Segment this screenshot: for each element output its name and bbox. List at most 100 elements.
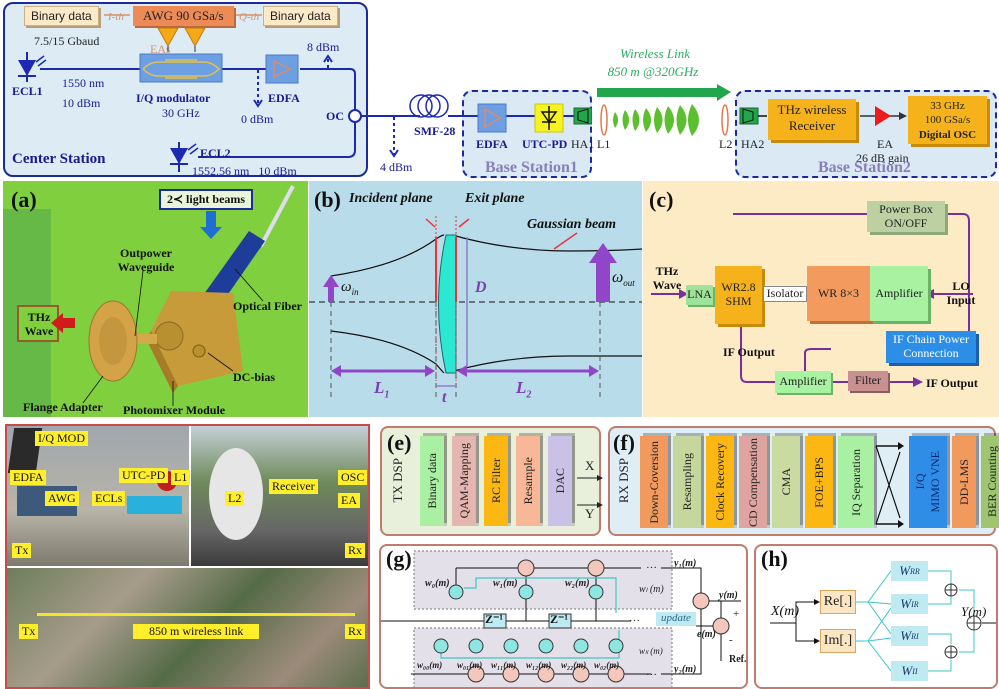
lo-input-label: LO Input bbox=[946, 279, 976, 308]
w-out-symbol: ω bbox=[612, 269, 624, 286]
bs1-utc-pd-label: UTC-PD bbox=[522, 137, 568, 151]
if-amplifier-block: Amplifier bbox=[775, 371, 831, 393]
dsp-block-label: DD-LMS bbox=[956, 458, 971, 505]
w-in-symbol: ω bbox=[341, 279, 352, 295]
power-box-block: Power Box ON/OFF bbox=[867, 201, 945, 232]
beam-envelope-upper-right bbox=[451, 234, 642, 252]
thz-output-arrow-icon bbox=[63, 318, 75, 328]
w-in-label: ωin bbox=[341, 279, 359, 297]
base-station2-title: Base Station2 bbox=[818, 159, 911, 176]
baud-rate-label: 7.5/15 Gbaud bbox=[34, 34, 100, 48]
dsp-block-label: BER Counting bbox=[984, 446, 999, 518]
x-input-label: X(m) bbox=[771, 604, 799, 619]
label-l2: L2 bbox=[225, 491, 245, 506]
l1-label: L1 bbox=[597, 137, 611, 151]
base-station1-diagram bbox=[462, 103, 592, 133]
thz-wave-label: THz Wave bbox=[24, 310, 54, 338]
w-out-arrow bbox=[596, 261, 610, 302]
map-label-tx: Tx bbox=[19, 624, 39, 639]
optical-coupler-icon bbox=[348, 109, 362, 123]
f-dsp-block: DD-LMS bbox=[952, 436, 976, 528]
label-ecls: ECLs bbox=[92, 491, 126, 506]
thz-receiver-block: THz wireless Receiver bbox=[768, 99, 856, 140]
tap-4dbm-label: 4 dBm bbox=[380, 160, 413, 174]
l1-dim-label: L1 bbox=[374, 378, 389, 400]
osc-bandwidth: 33 GHz bbox=[930, 100, 965, 112]
filter-block: Filter bbox=[848, 371, 888, 391]
delay-z2-label: Z⁻¹ bbox=[550, 612, 568, 626]
thz-wave-box bbox=[17, 305, 59, 342]
eas-label: EAs bbox=[150, 42, 171, 56]
photomixer-module-label: Photomixer Module bbox=[123, 403, 226, 417]
reference-label: Ref. bbox=[729, 654, 747, 665]
osc-title: Digital OSC bbox=[918, 128, 977, 141]
edfa-label: EDFA bbox=[268, 91, 300, 105]
ellipsis-middle: … bbox=[629, 612, 640, 624]
w-ri-symbol: W bbox=[900, 628, 912, 643]
incident-plane-label: Incident plane bbox=[349, 191, 433, 206]
amplifier-icon bbox=[484, 107, 502, 129]
edfa-block bbox=[265, 54, 299, 84]
imag-part-block: Im[.] bbox=[820, 629, 856, 653]
dsp-block-label: CMA bbox=[778, 468, 793, 496]
optical-fiber-label: Optical Fiber bbox=[233, 299, 302, 313]
beam-envelope-lower-right bbox=[453, 355, 642, 372]
f-dsp-block: IQ Separation bbox=[838, 436, 874, 528]
f-dsp-block: FOE+BPS bbox=[805, 436, 833, 528]
label-iq-mod: I/Q MOD bbox=[35, 431, 88, 446]
panel-a-photomixer: (a) 2≺ light beams THz Wave Outpower Wav… bbox=[3, 181, 308, 417]
panel-h-letter: (h) bbox=[761, 546, 788, 571]
dsp-block-label: Down-Coversion bbox=[646, 440, 661, 524]
y-output-label: y(m) bbox=[719, 590, 738, 601]
flange-adapter-label: Flange Adapter bbox=[23, 400, 103, 414]
w-ir-symbol: W bbox=[900, 596, 912, 611]
center-station-box bbox=[3, 2, 368, 177]
label-l1: L1 bbox=[171, 470, 191, 485]
w01-label: w₀₁(m) bbox=[457, 660, 483, 670]
power-8dbm-label: 8 dBm bbox=[307, 40, 340, 54]
f-dsp-block: CMA bbox=[772, 436, 800, 528]
iq-mimo-diagram bbox=[770, 570, 996, 672]
ea-triangle-icon bbox=[184, 27, 206, 48]
w02-label: w₀₂(m) bbox=[594, 660, 620, 670]
isolator-block: Isolator bbox=[763, 286, 807, 302]
if-output-right-label: IF Output bbox=[926, 376, 978, 390]
w-ri-subscript: RI bbox=[911, 631, 919, 641]
ea-gain-label: 26 dB gain bbox=[856, 151, 909, 165]
panel-g-letter: (g) bbox=[386, 546, 412, 571]
panel-c-receiver-chain: (c) Power Box ON/OFF THz Wave LNA WR2.8 … bbox=[643, 181, 999, 417]
gaussian-beam-label: Gaussian beam bbox=[527, 217, 617, 232]
iq-crossover-arrows bbox=[875, 442, 904, 528]
dsp-block-label: DAC bbox=[552, 468, 567, 494]
w-in-arrow bbox=[328, 285, 334, 302]
e-dsp-block: Binary data bbox=[420, 436, 444, 526]
ha2-label-visible: HA2 bbox=[741, 137, 765, 151]
panel-f-letter: (f) bbox=[613, 430, 635, 455]
electrical-amplifier-icon bbox=[875, 106, 891, 126]
panel-c-letter: (c) bbox=[649, 187, 674, 212]
dsp-block-label: QAM-Mapping bbox=[456, 443, 471, 519]
map-label-link: 850 m wireless link bbox=[133, 624, 260, 639]
t-dim-label: t bbox=[442, 389, 447, 406]
i-th-label: I-th bbox=[108, 11, 124, 23]
f-dsp-block: CD Compensation bbox=[739, 436, 767, 528]
wr-multiplier-block: WR 8×3 bbox=[807, 266, 870, 321]
dsp-block-label: RC Filter bbox=[488, 458, 503, 504]
adder-icons bbox=[467, 559, 730, 683]
lna-block: LNA bbox=[686, 285, 713, 305]
w-out-label: ωout bbox=[612, 269, 635, 288]
e-dsp-block: Resample bbox=[516, 436, 540, 526]
wireless-beam-diagram bbox=[597, 84, 731, 136]
l1-subscript: 1 bbox=[384, 389, 390, 401]
center-station-diagram bbox=[18, 14, 420, 172]
y2-label: y₂(m) bbox=[674, 664, 697, 675]
photomixer-module-body bbox=[151, 291, 243, 386]
w00-label: w₀₀(m) bbox=[417, 660, 443, 670]
y1-label: y₁(m) bbox=[674, 558, 697, 569]
binary-data-right: Binary data bbox=[263, 6, 338, 26]
l2-dim-label: L2 bbox=[516, 378, 531, 400]
dsp-block-label: IQ Separation bbox=[848, 448, 863, 516]
ecl1-power: 10 dBm bbox=[62, 96, 101, 110]
osc-sample-rate: 100 GSa/s bbox=[924, 114, 971, 127]
